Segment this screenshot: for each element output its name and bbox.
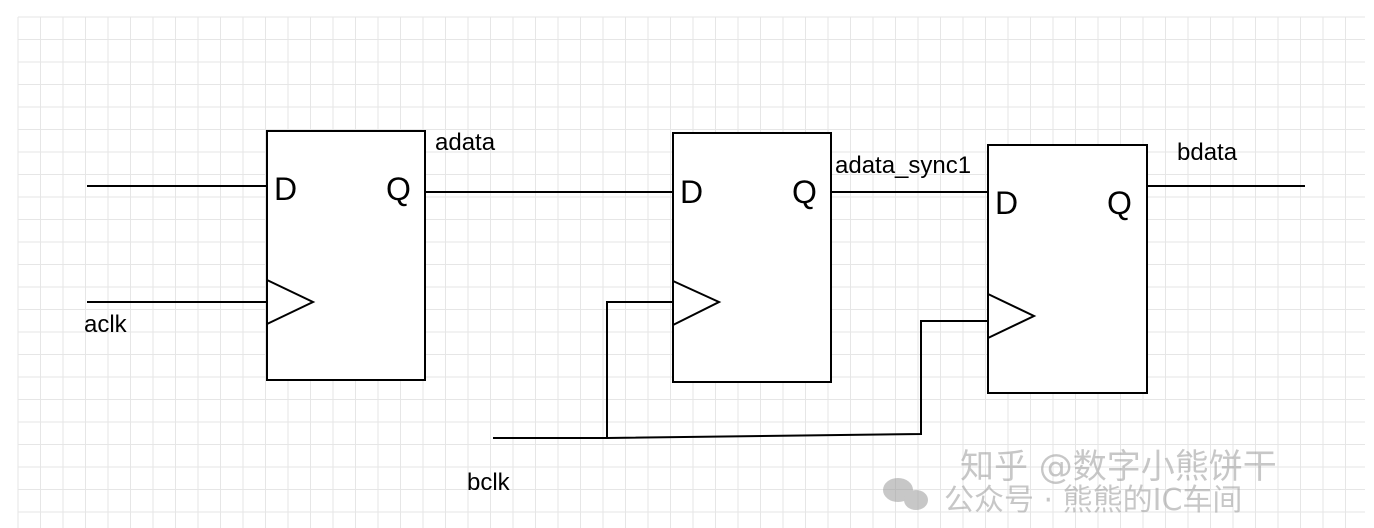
wire-bclk-ff3 <box>606 320 988 439</box>
watermark-zhihu: 知乎 @数字小熊饼干 <box>960 447 1277 487</box>
ff3-q-pin: Q <box>1107 185 1132 221</box>
label-adata: adata <box>435 129 496 156</box>
wechat-icon <box>883 478 928 510</box>
ff3-body <box>987 144 1148 394</box>
label-aclk: aclk <box>84 311 128 338</box>
label-bdata: bdata <box>1177 139 1238 166</box>
watermark: 知乎 @数字小熊饼干 公众号 · 熊熊的IC车间 <box>883 447 1277 518</box>
wire-bclk-ff2 <box>493 301 673 439</box>
label-adata-sync1: adata_sync1 <box>835 152 971 179</box>
flip-flop-2: D Q <box>672 132 832 383</box>
ff1-d-pin: D <box>274 171 297 207</box>
label-bclk: bclk <box>467 469 511 496</box>
ff1-body <box>266 130 426 381</box>
ff3-clock-triangle <box>987 293 1037 339</box>
ff3-d-pin: D <box>995 185 1018 221</box>
ff1-q-pin: Q <box>386 171 411 207</box>
watermark-wechat: 公众号 · 熊熊的IC车间 <box>944 483 1242 518</box>
wires <box>87 185 1305 439</box>
ff2-d-pin: D <box>680 174 703 210</box>
flip-flop-1: D Q <box>266 130 426 381</box>
ff2-q-pin: Q <box>792 174 817 210</box>
ff2-clock-triangle <box>672 280 722 326</box>
flip-flop-3: D Q <box>987 144 1148 394</box>
ff1-clock-triangle <box>266 279 316 325</box>
ff2-body <box>672 132 832 383</box>
